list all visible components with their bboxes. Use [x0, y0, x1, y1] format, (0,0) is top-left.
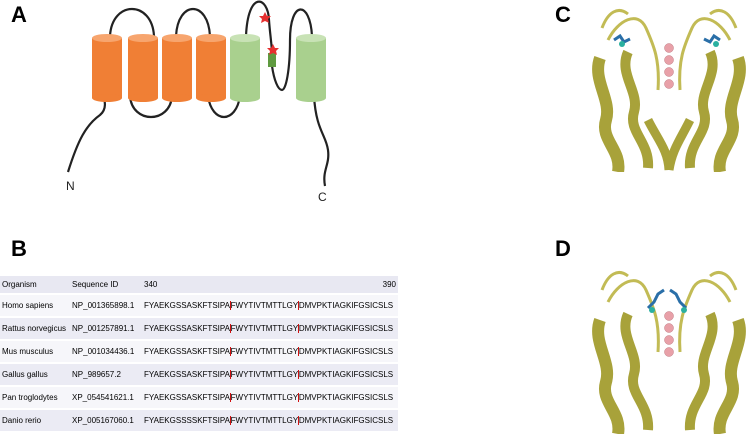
organism-cell: Homo sapiens: [0, 294, 70, 318]
c-terminus-tail: [312, 95, 330, 187]
header-sequence-id: Sequence ID: [70, 276, 142, 295]
helix-ribbons: [592, 271, 746, 434]
header-position-range: 340 390: [142, 276, 398, 295]
table-row: Mus musculus NP_001034436.1 FYAEKGSSASKF…: [0, 340, 398, 364]
helix-s5: [230, 34, 260, 102]
seq-mid: FWYTIVTMTTLGY: [230, 301, 299, 310]
highlight-residue: [298, 370, 299, 379]
variant-markers: [259, 12, 279, 55]
sequence-cell: FYAEKGSSASKFTSIPA FWYTIVTMTTLGY DMVPKTIA…: [142, 294, 398, 318]
seq-post: DMVPKTIAGKIFGSICSLS: [298, 301, 394, 310]
highlight-residue: [298, 416, 299, 425]
highlight-residue: [298, 324, 299, 333]
sequence-cell: FYAEKGSSASKFTSIPA FWYTIVTMTTLGY DMVPKTIA…: [142, 363, 398, 387]
helix-s3: [162, 34, 192, 102]
seq-mid: FWYTIVTMTTLGY: [230, 324, 299, 333]
highlight-residue: [229, 301, 231, 310]
pore-loop-out: [270, 8, 314, 92]
position-start: 340: [144, 280, 158, 289]
sequence-id-cell: XP_005167060.1: [70, 409, 142, 433]
sequence-cell: FYAEKGSSSSKFTSIPA FWYTIVTMTTLGY DMVPKTIA…: [142, 409, 398, 433]
sequence-alignment-table: Organism Sequence ID 340 390 Homo sapien…: [0, 276, 398, 433]
seq-pre: FYAEKGSSASKFTSIPA: [144, 393, 230, 402]
seq-post: DMVPKTIAGKIFGSICSLS: [298, 370, 394, 379]
seq-pre: FYAEKGSSSSKFTSIPA: [144, 416, 230, 425]
seq-mid: FWYTIVTMTTLGY: [230, 347, 299, 356]
seq-pre: FYAEKGSSASKFTSIPA: [144, 324, 230, 333]
highlight-residue: [229, 393, 231, 402]
table-row: Danio rerio XP_005167060.1 FYAEKGSSSSKFT…: [0, 409, 398, 433]
helix-s2: [128, 34, 158, 102]
loop-3-4: [174, 8, 212, 37]
sequence-id-cell: XP_054541621.1: [70, 386, 142, 410]
organism-cell: Gallus gallus: [0, 363, 70, 387]
organism-cell: Pan troglodytes: [0, 386, 70, 410]
loop-1-2: [108, 8, 156, 37]
pore-loop-in: [244, 0, 274, 56]
seq-mid: FWYTIVTMTTLGY: [230, 370, 299, 379]
highlight-residue: [298, 347, 299, 356]
alignment-header-row: Organism Sequence ID 340 390: [0, 276, 398, 295]
highlight-residue: [229, 347, 231, 356]
sequence-id-cell: NP_001365898.1: [70, 294, 142, 318]
seq-pre: FYAEKGSSASKFTSIPA: [144, 301, 230, 310]
helix-s4: [196, 34, 226, 102]
pore-helix: [268, 53, 276, 67]
sequence-id-cell: NP_001257891.1: [70, 317, 142, 341]
channel-structure-d: [592, 271, 746, 434]
variant-star-1: [259, 12, 271, 23]
helix-ribbons: [592, 9, 746, 172]
sequence-id-cell: NP_989657.2: [70, 363, 142, 387]
seq-mid: FWYTIVTMTTLGY: [230, 416, 299, 425]
topology-diagram: N C: [66, 0, 330, 204]
organism-cell: Mus musculus: [0, 340, 70, 364]
loop-4-5: [206, 95, 242, 118]
c-terminus-label: C: [318, 190, 327, 204]
seq-mid: FWYTIVTMTTLGY: [230, 393, 299, 402]
highlight-residue: [229, 370, 231, 379]
highlight-residue: [229, 324, 231, 333]
potassium-ions: [664, 311, 674, 357]
variant-star-2: [267, 44, 279, 55]
transmembrane-helices: [92, 34, 326, 102]
seq-post: DMVPKTIAGKIFGSICSLS: [298, 324, 394, 333]
selectivity-sticks: [613, 33, 721, 47]
potassium-ions: [664, 43, 674, 89]
n-terminus-label: N: [66, 179, 75, 193]
highlight-residue: [229, 416, 231, 425]
panel-label-c: C: [555, 2, 571, 27]
highlight-residue: [298, 301, 299, 310]
table-row: Rattus norvegicus NP_001257891.1 FYAEKGS…: [0, 317, 398, 341]
organism-cell: Danio rerio: [0, 409, 70, 433]
seq-post: DMVPKTIAGKIFGSICSLS: [298, 393, 394, 402]
seq-post: DMVPKTIAGKIFGSICSLS: [298, 347, 394, 356]
sequence-cell: FYAEKGSSASKFTSIPA FWYTIVTMTTLGY DMVPKTIA…: [142, 317, 398, 341]
panel-label-a: A: [11, 2, 27, 27]
sequence-id-cell: NP_001034436.1: [70, 340, 142, 364]
selectivity-sticks: [646, 288, 688, 313]
table-row: Pan troglodytes XP_054541621.1 FYAEKGSSA…: [0, 386, 398, 410]
seq-post: DMVPKTIAGKIFGSICSLS: [298, 416, 394, 425]
panel-label-d: D: [555, 236, 571, 261]
highlight-residue: [298, 393, 299, 402]
loop-2-3: [128, 95, 174, 119]
helix-s6: [296, 34, 326, 102]
table-row: Gallus gallus NP_989657.2 FYAEKGSSASKFTS…: [0, 363, 398, 387]
seq-pre: FYAEKGSSASKFTSIPA: [144, 347, 230, 356]
helix-s1: [92, 34, 122, 102]
organism-cell: Rattus norvegicus: [0, 317, 70, 341]
channel-structure-c: [592, 9, 746, 172]
table-row: Homo sapiens NP_001365898.1 FYAEKGSSASKF…: [0, 294, 398, 318]
seq-pre: FYAEKGSSASKFTSIPA: [144, 370, 230, 379]
sequence-cell: FYAEKGSSASKFTSIPA FWYTIVTMTTLGY DMVPKTIA…: [142, 386, 398, 410]
sequence-cell: FYAEKGSSASKFTSIPA FWYTIVTMTTLGY DMVPKTIA…: [142, 340, 398, 364]
position-end: 390: [382, 280, 396, 289]
panel-label-b: B: [11, 236, 27, 261]
header-organism: Organism: [0, 276, 70, 295]
